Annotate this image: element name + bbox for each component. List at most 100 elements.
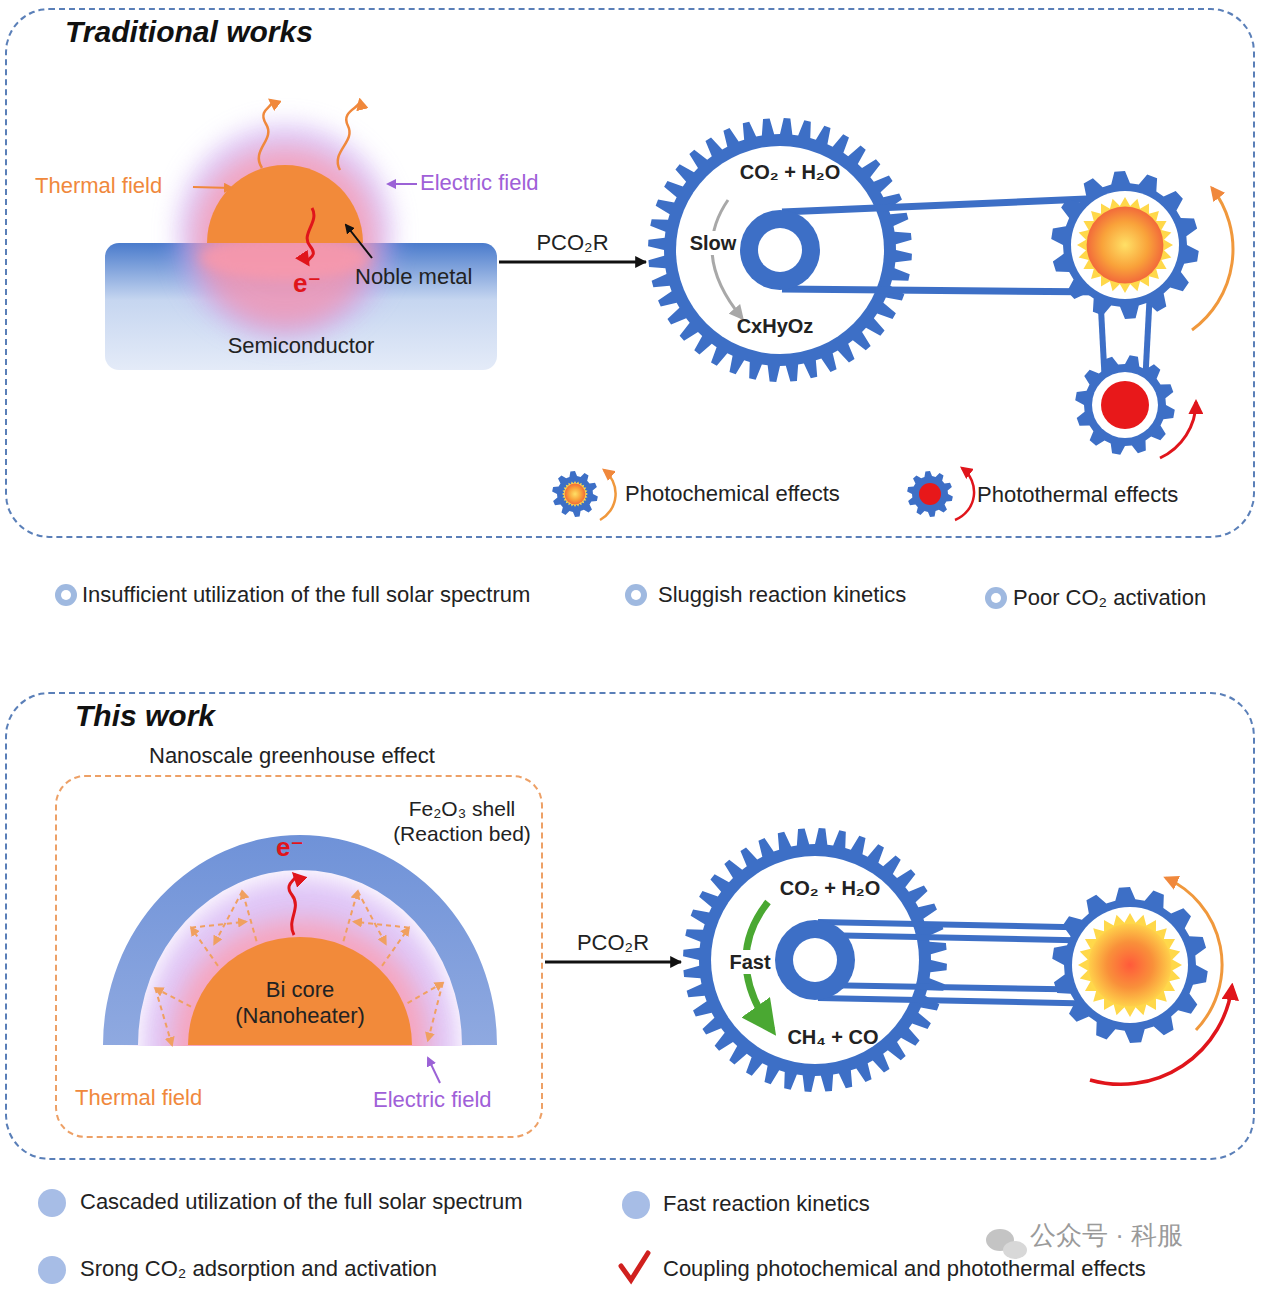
photothermal-core (1101, 381, 1149, 429)
panel-heading: This work (75, 698, 215, 734)
thermal-field-glow (195, 148, 375, 328)
bullet-hole (631, 590, 641, 600)
belt (782, 198, 1110, 212)
node-text: Fast (726, 950, 773, 974)
bullet (985, 587, 1007, 609)
node-text: Nanoscale greenhouse effect (149, 743, 435, 769)
label-text: Fe₂O₃ shell (Reaction bed) (387, 796, 537, 846)
heat-ray (382, 928, 409, 966)
leader-arrow (193, 187, 232, 188)
watermark: 公众号 · 科服 (1030, 1222, 1183, 1248)
label-text: Noble metal (355, 264, 472, 290)
label-text: Cascaded utilization of the full solar s… (80, 1189, 523, 1215)
node-text: Semiconductor (228, 333, 375, 359)
legend-text: Photochemical effects (625, 481, 840, 507)
gear (907, 471, 953, 517)
noble-metal-particle (207, 165, 363, 243)
sun-rays (1077, 197, 1173, 293)
heat-ray (408, 983, 443, 1003)
panel-heading: Traditional works (65, 14, 313, 50)
node-text: CO₂ + H₂O (740, 160, 841, 184)
edge-label: PCO₂R (577, 930, 649, 956)
edge-label: PCO₂R (536, 230, 608, 256)
heat-ray (191, 928, 218, 966)
shape-box: Semiconductor (105, 243, 497, 370)
heat-ray (191, 922, 246, 928)
belt (782, 289, 1110, 292)
label-text: Fast reaction kinetics (663, 1191, 870, 1217)
gear (1052, 887, 1207, 1043)
shape-box: CO₂ + H₂OFastCH₄ + CO (683, 828, 947, 1092)
electron-transfer-arrow (307, 208, 314, 264)
label-text: Thermal field (35, 173, 162, 199)
rotation-arrow (1192, 188, 1233, 330)
heat-ray (242, 891, 256, 941)
label-text: Srong CO₂ adsorption and activation (80, 1256, 437, 1282)
label-text: e⁻ (293, 270, 321, 296)
flow-arrow (545, 961, 681, 964)
heat-ray (343, 891, 357, 941)
gear-face (1092, 372, 1158, 438)
shape-box: Bi core (Nanoheater) (188, 937, 412, 1045)
label-text: Sluggish reaction kinetics (658, 582, 906, 608)
gear-face (676, 146, 884, 354)
label-text: Thermal field (75, 1085, 202, 1111)
gear (648, 118, 912, 382)
flow-arrow (499, 261, 646, 264)
sun-disc (565, 484, 586, 505)
label-text: Insufficient utilization of the full sol… (82, 582, 530, 608)
gear (1075, 355, 1175, 455)
rotation-arrow (955, 468, 974, 520)
legend-text: Photothermal effects (977, 482, 1178, 508)
rotation-arrow (1160, 402, 1196, 458)
electron-transfer-arrow (289, 874, 295, 935)
thermal-field-glow (172, 920, 428, 1046)
gear-hub-hole (758, 228, 802, 272)
fe2o3-shell (103, 835, 497, 1045)
sun-rays (1078, 913, 1182, 1017)
bullet (622, 1191, 650, 1219)
gear-face (1071, 191, 1179, 299)
leader-arrow (388, 183, 417, 185)
node-text: Slow (687, 231, 740, 255)
label-text: Coupling photochemical and photothermal … (663, 1256, 1146, 1282)
bullet-hole (991, 593, 1001, 603)
label-text: e⁻ (276, 834, 304, 860)
sun-disc (1088, 923, 1171, 1006)
traditional-illustration (55, 100, 1233, 609)
panel: Traditional worksSemiconductor CO₂ + H₂O S… (5, 8, 1255, 538)
check-mark (621, 1253, 648, 1280)
gear-face (711, 856, 919, 1064)
gear-hub (775, 920, 855, 1000)
electric-field-glow (177, 124, 393, 340)
heat-ray (354, 922, 409, 928)
this-work-illustration (38, 828, 1232, 1284)
heat-ray (155, 988, 191, 1006)
bullet (625, 584, 647, 606)
heat-ray (155, 988, 172, 1045)
bi-core (188, 937, 412, 1045)
gear-face (1072, 907, 1188, 1023)
gear (552, 471, 598, 517)
rotation-arrow (1166, 878, 1222, 1030)
leader-arrow (346, 225, 372, 258)
heat-ray (428, 983, 443, 1041)
label-text: Poor CO₂ activation (1013, 585, 1206, 611)
bullet (38, 1256, 66, 1284)
heat-ray (214, 891, 242, 944)
node-text: CO₂ + H₂O (780, 876, 881, 900)
heat-ray (358, 891, 386, 944)
node-text: CxHyOz (737, 314, 814, 338)
bullet-hole (61, 590, 71, 600)
label-text: Electric field (373, 1087, 492, 1113)
gear-hub (740, 210, 820, 290)
label-text: Electric field (420, 170, 539, 196)
sun-rays (562, 481, 588, 507)
gear (683, 828, 947, 1092)
bullet (38, 1189, 66, 1217)
bullet (55, 584, 77, 606)
gear (1051, 171, 1199, 319)
rotation-arrow (712, 200, 742, 318)
shape-box: CO₂ + H₂O SlowCxHyOz (648, 118, 912, 382)
